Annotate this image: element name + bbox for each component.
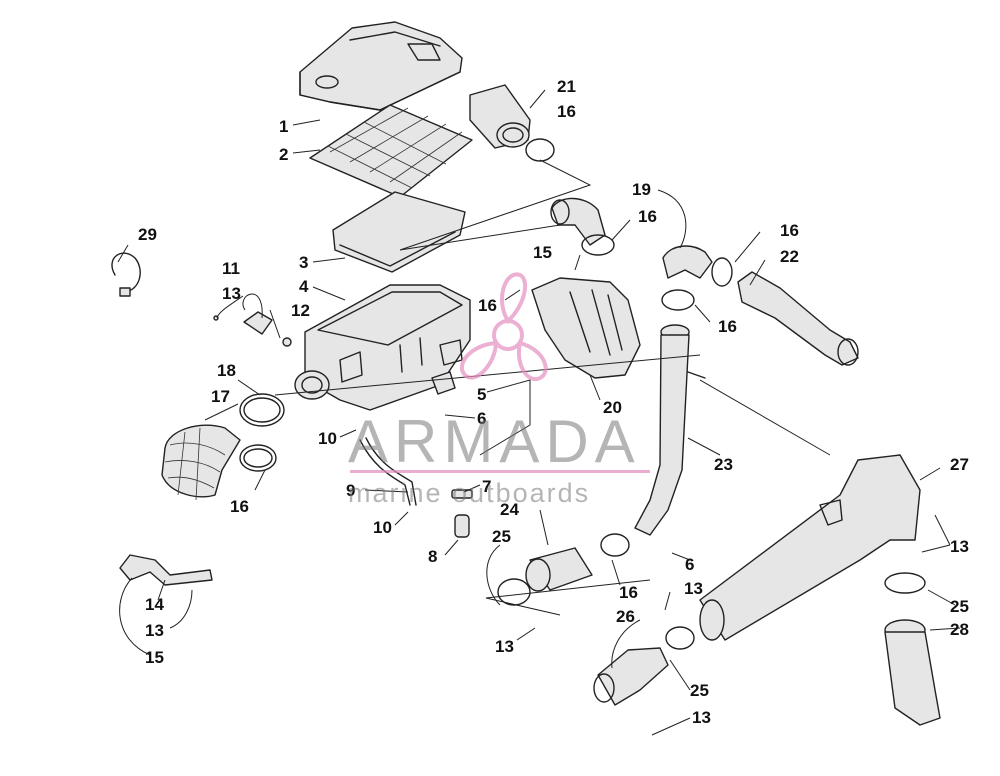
- callout-16-pipe: 16: [718, 317, 737, 336]
- callout-8: 8: [428, 547, 437, 566]
- main-duct: [699, 454, 921, 641]
- callout-25-elbow: 25: [690, 681, 709, 700]
- outlet-28: [884, 619, 941, 726]
- leader-lines: [117, 89, 961, 736]
- callout-16-hose: 16: [780, 221, 799, 240]
- callout-1: 1: [279, 117, 288, 136]
- callout-9: 9: [346, 481, 355, 500]
- mount-bracket: [119, 554, 213, 586]
- clamp-16-prefilter: [525, 138, 555, 162]
- callout-17: 17: [211, 387, 230, 406]
- callout-14: 14: [145, 595, 164, 614]
- callout-24: 24: [500, 500, 519, 519]
- clamp-25-coupler: [497, 578, 531, 606]
- callout-6-upper: 6: [477, 409, 486, 428]
- callout-16-resonator: 16: [478, 296, 497, 315]
- clamp-16-boot: [239, 444, 277, 472]
- callout-4: 4: [299, 277, 309, 296]
- resonator: [531, 277, 641, 379]
- long-pipe: [634, 324, 706, 536]
- callout-11: 11: [222, 259, 240, 278]
- callout-26: 26: [616, 607, 635, 626]
- callout-15-bracket: 15: [145, 648, 164, 667]
- watermark-logo: [459, 272, 548, 382]
- callout-16-prefilter: 16: [557, 102, 576, 121]
- callout-13-coupler: 13: [495, 637, 514, 656]
- clamp-16-coupler: [600, 533, 630, 557]
- breather-fitting: [213, 311, 292, 347]
- ring-clamp: [111, 252, 141, 297]
- clamp-25-outlet: [884, 572, 926, 594]
- callout-22: 22: [780, 247, 799, 266]
- callout-10-lower: 10: [373, 518, 392, 537]
- callout-25-coupler: 25: [492, 527, 511, 546]
- callout-7: 7: [482, 477, 491, 496]
- callout-27: 27: [950, 455, 969, 474]
- callout-20: 20: [603, 398, 622, 417]
- callout-6-lower: 6: [685, 555, 694, 574]
- bracket: [431, 339, 463, 395]
- callout-2: 2: [279, 145, 288, 164]
- drain-hose: [359, 437, 473, 538]
- callout-3: 3: [299, 253, 308, 272]
- outlet-hose: [737, 271, 859, 366]
- callout-13-bracket: 13: [145, 621, 164, 640]
- callout-16-boot: 16: [230, 497, 249, 516]
- grid-filter: [309, 104, 473, 198]
- callout-25-outlet: 25: [950, 597, 969, 616]
- callout-29: 29: [138, 225, 157, 244]
- coupler-24: [525, 547, 593, 592]
- watermark-divider: [350, 470, 650, 473]
- logo-blade-left: [459, 340, 499, 380]
- watermark-title: ARMADA: [348, 408, 641, 475]
- clamp-16-pipe: [661, 289, 695, 311]
- callout-labels: 1 2 3 4 5 6 6 7 8 9 10 10 11 12 13 13 13…: [138, 77, 969, 727]
- callout-28: 28: [950, 620, 969, 639]
- callout-13-bottom: 13: [692, 708, 711, 727]
- callout-21: 21: [557, 77, 576, 96]
- callout-12: 12: [291, 301, 310, 320]
- callout-19: 19: [632, 180, 651, 199]
- callout-10-upper: 10: [318, 429, 337, 448]
- callout-18: 18: [217, 361, 236, 380]
- clamp-25-elbow: [665, 626, 695, 650]
- pre-filter: [469, 84, 531, 149]
- callout-16-elbow: 16: [638, 207, 657, 226]
- callout-15-upper: 15: [533, 243, 552, 262]
- callout-16-coupler: 16: [619, 583, 638, 602]
- callout-13-breather: 13: [222, 284, 241, 303]
- air-box-cover: [299, 21, 463, 111]
- callout-5: 5: [477, 385, 486, 404]
- callout-13-elbow: 13: [684, 579, 703, 598]
- elbow-26: [593, 647, 669, 706]
- clamp-16-elbow: [581, 234, 733, 287]
- watermark-subtitle: marine outboards: [348, 478, 591, 508]
- logo-blade-top: [500, 272, 528, 325]
- callout-13-duct: 13: [950, 537, 969, 556]
- intake-boot: [161, 424, 241, 501]
- clamp-18: [239, 393, 285, 427]
- elbow-19: [550, 197, 713, 279]
- callout-23: 23: [714, 455, 733, 474]
- filter-element: [332, 191, 466, 273]
- logo-blade-right: [516, 340, 548, 382]
